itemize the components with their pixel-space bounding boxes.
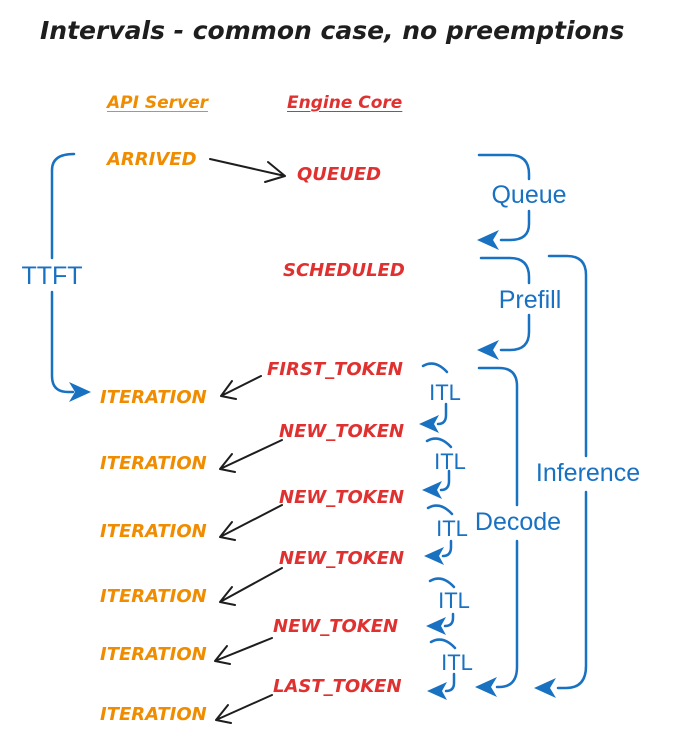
event-scheduled: SCHEDULED [283,260,405,281]
itl-arrowhead-icon [426,617,446,635]
event-new-token: NEW_TOKEN [279,548,405,569]
itl-bracket-icon [421,362,449,374]
queue-bracket-icon [499,209,531,242]
ttft-label: TTFT [21,262,83,290]
inference-arrowhead-icon [534,678,556,698]
api-server-header: API Server [107,93,209,113]
event-iteration: ITERATION [100,521,207,542]
event-new-token: NEW_TOKEN [279,421,405,442]
itl-label: ITL [434,449,466,474]
ttft-arrowhead-icon [69,382,91,402]
itl-arrowhead-icon [422,481,442,499]
decode-bracket-icon [495,539,519,689]
itl-bracket-icon [428,577,456,589]
itl-label: ITL [429,380,461,405]
itl-bracket-icon [429,638,457,650]
prefill-bracket-icon [479,256,531,285]
prefill-label: Prefill [498,286,562,314]
itl-arrowhead-icon [419,415,439,433]
prefill-bracket-icon [499,313,531,352]
event-iteration: ITERATION [100,644,207,665]
itl-arrow-icon [441,539,453,558]
itl-bracket-icon [425,437,453,449]
last-token-to-iteration-arrow-icon [215,694,273,724]
new-token-to-iteration-arrow-icon [219,567,283,606]
event-first-token: FIRST_TOKEN [267,359,403,380]
itl-label: ITL [438,588,470,613]
queue-arrowhead-icon [477,230,499,250]
event-iteration: ITERATION [100,704,207,725]
first-token-to-iteration-arrow-icon [220,375,262,400]
arrived-to-queued-arrow-icon [209,158,286,183]
decode-bracket-icon [477,366,519,507]
event-last-token: LAST_TOKEN [273,676,402,697]
new-token-to-iteration-arrow-icon [219,439,283,473]
event-new-token: NEW_TOKEN [273,616,399,637]
itl-bracket-icon [426,504,454,516]
itl-arrowhead-icon [427,682,447,700]
inference-label: Inference [535,459,641,487]
event-iteration: ITERATION [100,586,207,607]
event-new-token: NEW_TOKEN [279,487,405,508]
inference-bracket-icon [556,490,588,690]
itl-arrow-icon [444,672,456,693]
itl-arrow-icon [443,612,455,628]
engine-core-header: Engine Core [287,93,403,113]
event-queued: QUEUED [297,164,382,185]
itl-label: ITL [436,516,468,541]
event-iteration: ITERATION [100,387,207,408]
decode-arrowhead-icon [475,677,497,697]
event-iteration: ITERATION [100,453,207,474]
queue-label: Queue [491,181,567,209]
queue-bracket-icon [477,153,531,181]
new-token-to-iteration-arrow-icon [214,637,273,665]
itl-arrow-icon [436,402,448,426]
ttft-bracket-icon [50,152,76,260]
new-token-to-iteration-arrow-icon [219,504,283,541]
diagram-title: Intervals - common case, no preemptions [40,16,625,45]
event-arrived: ARRIVED [107,149,197,170]
prefill-arrowhead-icon [477,340,499,360]
ttft-bracket-icon [50,290,75,394]
decode-label: Decode [474,508,562,536]
itl-arrowhead-icon [424,547,444,565]
itl-label: ITL [441,650,473,675]
